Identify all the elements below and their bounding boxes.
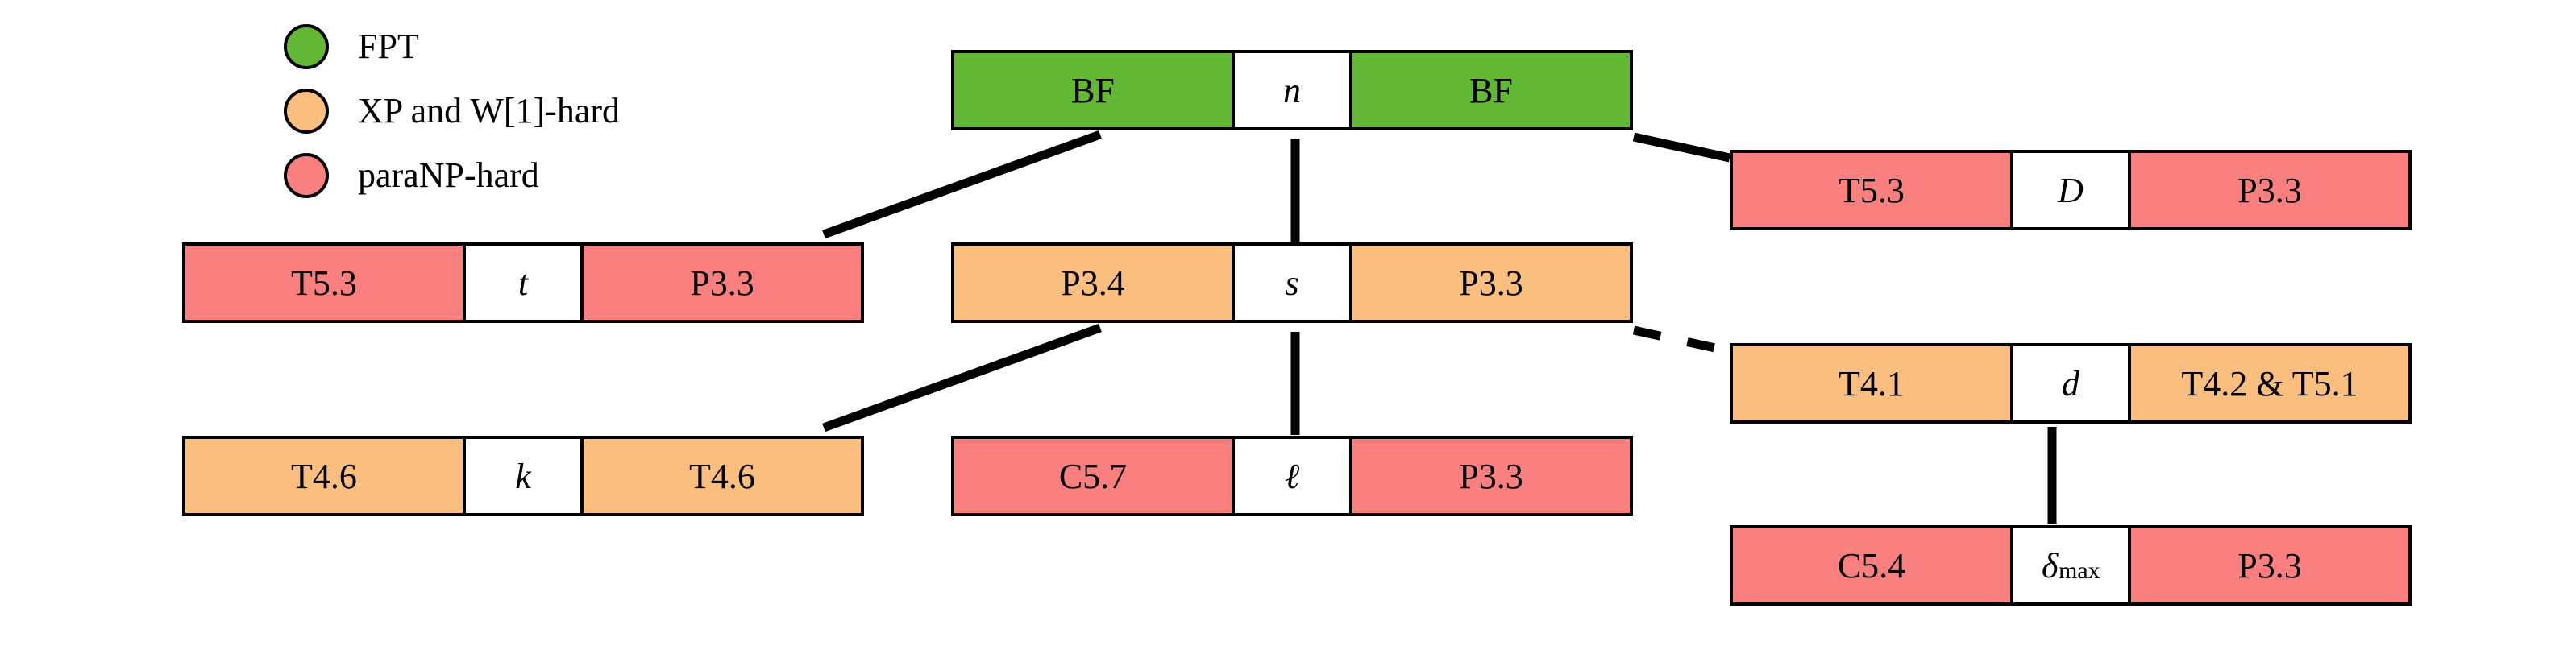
node-parameter-label: d [2010, 346, 2131, 420]
edge-s-to-d [1632, 325, 1731, 356]
node-right-label: P3.3 [2131, 528, 2408, 602]
node-left-label: T4.6 [185, 439, 463, 513]
node-parameter-symbol: δ [2042, 545, 2059, 586]
legend-item-fpt: FPT [284, 14, 848, 79]
node-right-label: T4.2 & T5.1 [2131, 346, 2408, 420]
node-parameter-label: s [1232, 246, 1352, 320]
node-parameter-label: t [463, 246, 584, 320]
node-box-n[interactable]: BF n BF [951, 50, 1633, 130]
legend-item-paranp-hard: paraNP-hard [284, 143, 848, 208]
node-left-label: T5.3 [185, 246, 463, 320]
node-right-label: P3.3 [1352, 246, 1630, 320]
node-right-label: BF [1352, 53, 1630, 127]
node-box-d[interactable]: T4.1 d T4.2 & T5.1 [1730, 343, 2412, 424]
edge-s-to-k [822, 323, 1102, 433]
legend-dot-icon [284, 24, 329, 69]
node-right-label: P3.3 [1352, 439, 1630, 513]
node-parameter-label: D [2010, 153, 2131, 227]
node-left-label: C5.7 [954, 439, 1232, 513]
node-left-label: C5.4 [1733, 528, 2010, 602]
node-box-s[interactable]: P3.4 s P3.3 [951, 242, 1633, 323]
node-parameter-label: n [1232, 53, 1352, 127]
node-box-l[interactable]: C5.7 ℓ P3.3 [951, 436, 1633, 516]
node-box-k[interactable]: T4.6 k T4.6 [182, 436, 864, 516]
node-parameter-label: k [463, 439, 584, 513]
node-right-label: P3.3 [2131, 153, 2408, 227]
legend-item-xp-w1-hard: XP and W[1]-hard [284, 79, 848, 143]
legend: FPT XP and W[1]-hard paraNP-hard [284, 14, 848, 208]
node-right-label: T4.6 [584, 439, 861, 513]
legend-dot-icon [284, 89, 329, 134]
node-parameter-label: ℓ [1232, 439, 1352, 513]
node-box-t[interactable]: T5.3 t P3.3 [182, 242, 864, 323]
legend-label: XP and W[1]-hard [358, 91, 621, 130]
node-left-label: BF [954, 53, 1232, 127]
legend-label: FPT [358, 27, 419, 66]
legend-dot-icon [284, 153, 329, 198]
node-left-label: T4.1 [1733, 346, 2010, 420]
node-parameter-subscript: max [2059, 557, 2100, 584]
node-left-label: T5.3 [1733, 153, 2010, 227]
node-box-D[interactable]: T5.3 D P3.3 [1730, 150, 2412, 230]
node-left-label: P3.4 [954, 246, 1232, 320]
edge-n-to-D [1632, 132, 1731, 163]
legend-label: paraNP-hard [358, 155, 539, 195]
edge-n-to-t [822, 130, 1102, 239]
node-right-label: P3.3 [584, 246, 861, 320]
